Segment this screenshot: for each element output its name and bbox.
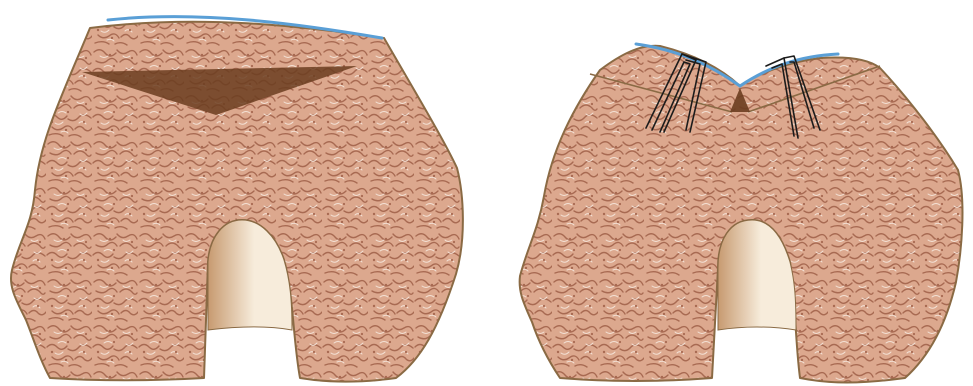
panel-before — [11, 17, 463, 382]
panel-after — [520, 44, 963, 383]
